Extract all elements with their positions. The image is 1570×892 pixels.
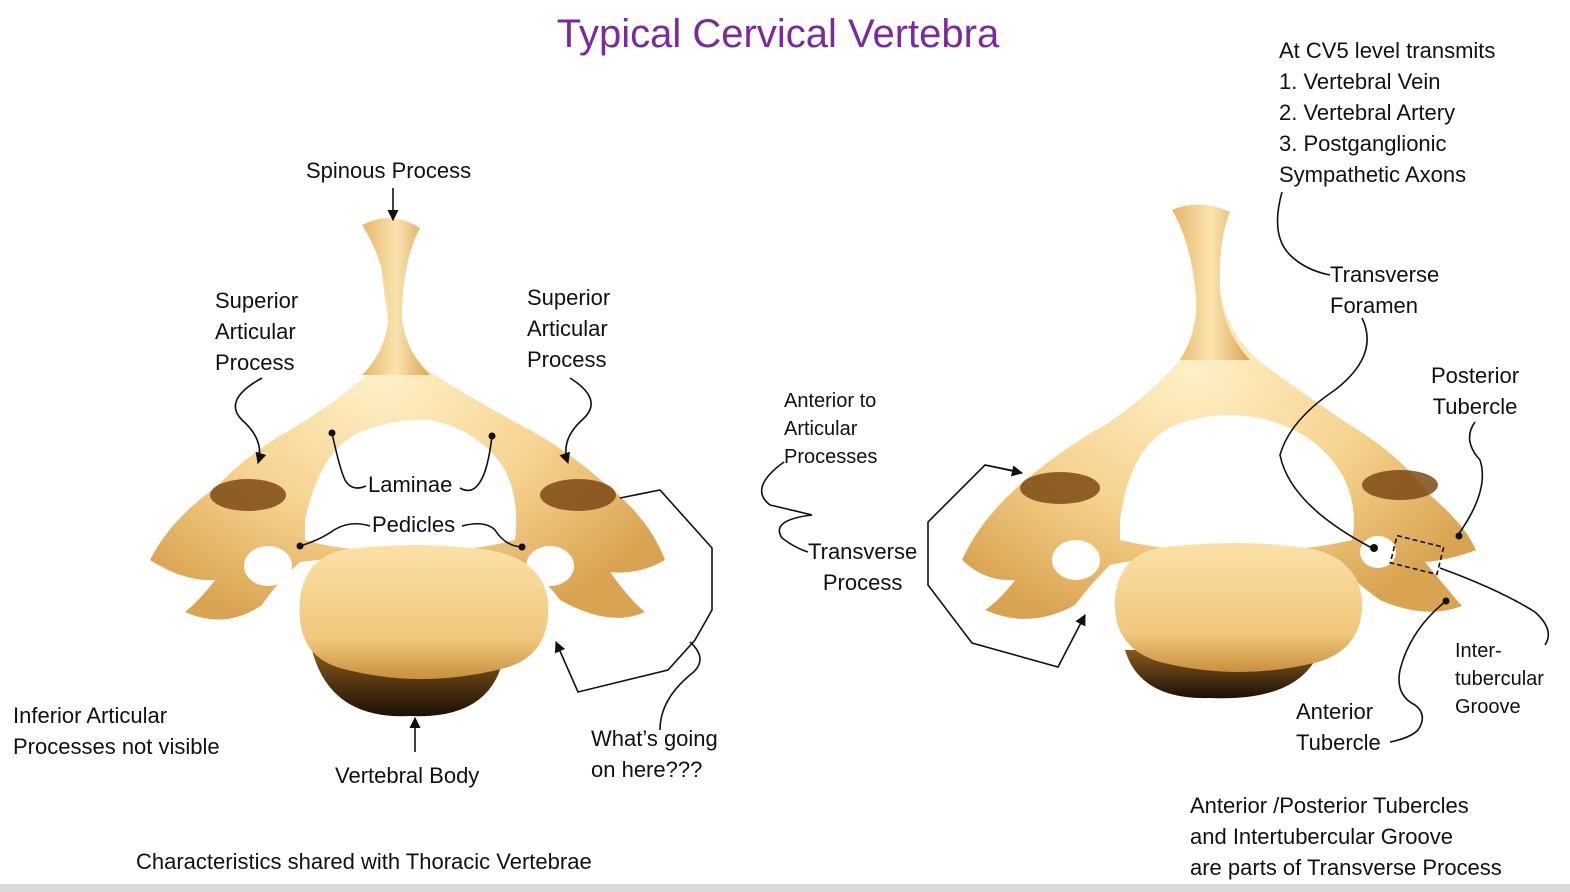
right-vertebral-body <box>1114 543 1363 672</box>
left-annotation-lines <box>234 188 713 752</box>
right-superior-articular-facet-left <box>1020 472 1100 504</box>
label-transverse-process: Transverse Process <box>808 539 918 595</box>
label-transmits-note: At CV5 level transmits 1. Vertebral Vein… <box>1279 38 1496 187</box>
laminae-leader-left <box>331 432 367 489</box>
right-annotation-lines <box>760 191 1550 743</box>
intertubercular-groove-leader <box>1439 567 1550 646</box>
label-posterior-tubercle: Posterior Tubercle <box>1431 363 1520 419</box>
pedicles-leader-left <box>299 522 371 547</box>
label-whats-going-on: What’s going on here??? <box>591 726 718 782</box>
label-pedicles: Pedicles <box>372 512 456 537</box>
bottom-border-strip <box>0 884 1570 892</box>
transmits-leader <box>1276 191 1331 276</box>
right-transverse-foramen-right <box>1360 536 1396 568</box>
right-annotation-dots <box>1370 532 1463 605</box>
right-vertebral-foramen <box>1120 415 1354 552</box>
left-vertebra-illustration <box>150 218 665 717</box>
label-superior-articular-process-left: Superior Articular Process <box>215 288 299 375</box>
transverse-foramen-dot <box>1370 544 1378 552</box>
pedicles-leader-right <box>461 522 523 548</box>
caption-right: Anterior /Posterior Tubercles and Intert… <box>1190 793 1502 880</box>
whats-going-on-leader <box>659 641 701 731</box>
superior-articular-left-leader <box>234 377 267 465</box>
page-title: Typical Cervical Vertebra <box>556 12 1000 56</box>
right-vertebra-illustration <box>962 204 1476 699</box>
laminae-leader-right <box>459 435 493 492</box>
intertubercular-groove-box <box>1389 534 1445 576</box>
anterior-tubercle-leader <box>1389 600 1447 743</box>
left-superior-articular-facet-left <box>210 479 286 511</box>
left-vertebral-foramen <box>305 419 517 552</box>
transverse-process-bracket-top-arrow <box>984 464 1024 477</box>
laminae-dot-left <box>328 429 336 437</box>
posterior-tubercle-dot <box>1455 532 1463 540</box>
anterior-tubercle-dot <box>1442 597 1450 605</box>
label-transverse-foramen: Transverse Foramen <box>1330 262 1440 318</box>
posterior-tubercle-leader <box>1457 421 1484 536</box>
label-spinous-process: Spinous Process <box>306 158 472 183</box>
left-vertebral-body <box>299 545 549 679</box>
right-spinous-process <box>1172 204 1250 360</box>
superior-articular-right-leader <box>559 377 592 465</box>
left-spinous-process <box>362 218 430 375</box>
right-superior-articular-facet-right <box>1362 470 1438 500</box>
right-transverse-foramen-left <box>1052 540 1100 580</box>
left-neural-arch <box>150 220 665 620</box>
anterior-to-articular-leader <box>760 461 813 553</box>
label-anterior-to-articular: Anterior to Articular Processes <box>784 390 878 468</box>
caption-left: Characteristics shared with Thoracic Ver… <box>136 849 592 874</box>
left-transverse-foramen-left <box>244 546 292 586</box>
laminae-dot-right <box>488 432 496 440</box>
label-anterior-tubercle: Anterior Tubercle <box>1296 699 1381 755</box>
label-inferior-articular-note: Inferior Articular Processes not visible <box>13 703 220 759</box>
left-annotation-dots <box>296 429 526 551</box>
label-superior-articular-process-right: Superior Articular Process <box>527 285 611 372</box>
label-laminae: Laminae <box>368 472 453 497</box>
pedicles-dot-left <box>296 542 304 550</box>
label-vertebral-body: Vertebral Body <box>335 763 480 788</box>
pedicles-dot-right <box>518 543 526 551</box>
left-superior-articular-facet-right <box>540 479 616 511</box>
transverse-foramen-leader <box>1279 317 1373 549</box>
whats-going-on-bracket <box>554 489 713 693</box>
label-intertubercular-groove: Inter- tubercular Groove <box>1455 640 1544 718</box>
